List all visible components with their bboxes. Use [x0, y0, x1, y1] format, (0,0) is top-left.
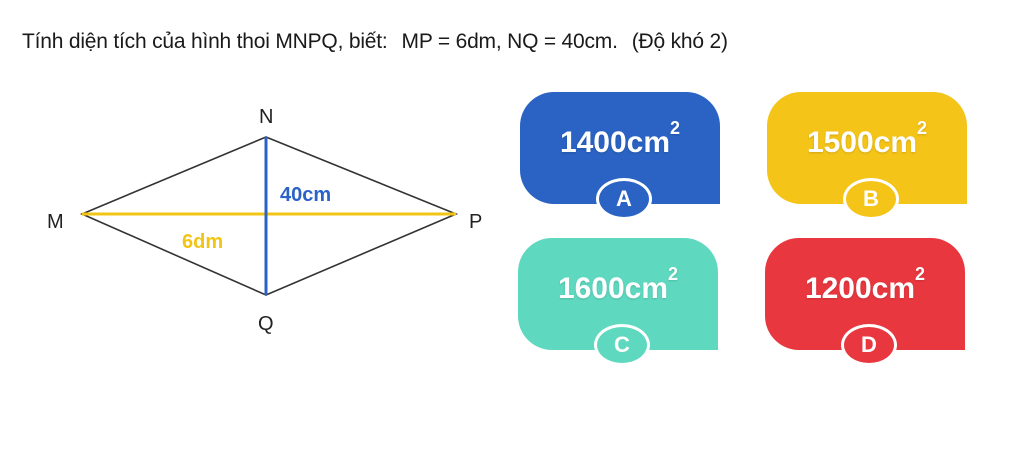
answer-value-a: 1400cm2 — [559, 118, 681, 159]
answer-option-c[interactable]: 1600cm2 C — [518, 238, 718, 366]
vertex-label-n: N — [259, 106, 273, 128]
vertex-label-q: Q — [258, 313, 274, 335]
answer-badge-d: D — [841, 324, 897, 366]
question-prompt: Tính diện tích của hình thoi MNPQ, biết: — [22, 30, 388, 53]
rhombus-figure: N M P Q 40cm 6dm — [47, 106, 482, 335]
answer-value-b: 1500cm2 — [806, 118, 928, 159]
question-text: Tính diện tích của hình thoi MNPQ, biết:… — [22, 30, 728, 54]
diagonal-nq-label: 40cm — [280, 184, 331, 206]
answer-option-b[interactable]: 1500cm2 B — [767, 92, 967, 220]
answer-value-c: 1600cm2 — [557, 264, 679, 305]
difficulty-label: (Độ khó 2) — [631, 30, 728, 53]
vertex-label-p: P — [469, 211, 482, 233]
rhombus-outline — [79, 136, 459, 296]
answer-badge-a: A — [596, 178, 652, 220]
diagonal-mp-label: 6dm — [182, 231, 223, 253]
question-given: MP = 6dm, NQ = 40cm. — [401, 30, 618, 53]
answer-option-d[interactable]: 1200cm2 D — [765, 238, 965, 366]
answer-option-a[interactable]: 1400cm2 A — [520, 92, 720, 220]
answer-value-d: 1200cm2 — [804, 264, 926, 305]
answer-badge-c: C — [594, 324, 650, 366]
answer-badge-b: B — [843, 178, 899, 220]
vertex-label-m: M — [47, 211, 64, 233]
